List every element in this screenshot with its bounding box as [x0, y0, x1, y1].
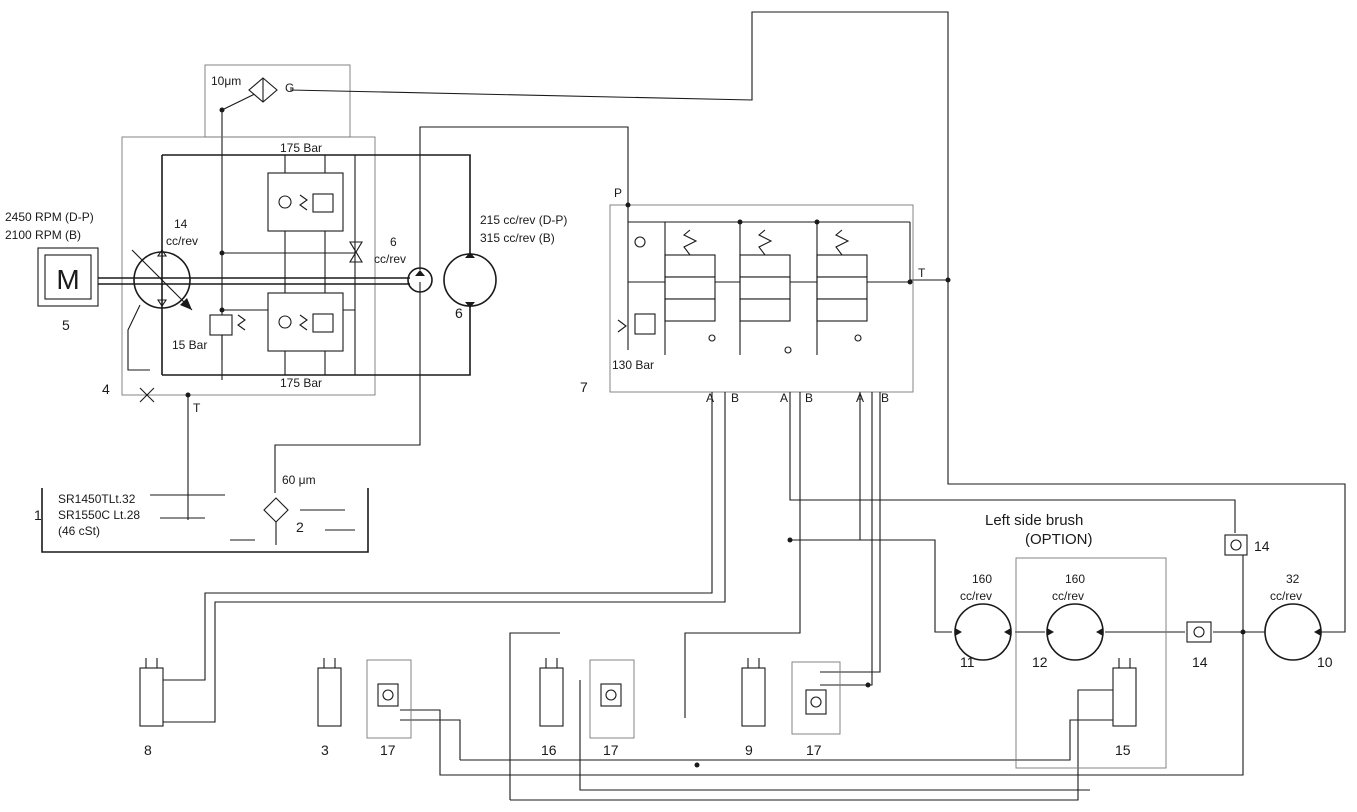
number-8: 8	[144, 742, 152, 758]
number-11: 11	[960, 654, 975, 670]
drive-motor-number: 6	[455, 305, 463, 321]
valve-port-a1: A	[706, 391, 714, 405]
number-12: 12	[1032, 654, 1048, 670]
valve-port-b3: B	[881, 391, 889, 405]
valve-relief-label: 130 Bar	[612, 358, 654, 372]
distribution-lines	[163, 392, 1265, 801]
tank-number: 1	[34, 507, 42, 523]
motor-10-disp-1: 32	[1286, 572, 1300, 586]
main-lines	[204, 11, 1346, 633]
relief-bottom-label: 175 Bar	[280, 376, 322, 390]
number-15: 15	[1115, 742, 1131, 758]
motor-number: 5	[62, 317, 70, 333]
number-17-c: 17	[806, 742, 822, 758]
valve-port-b2: B	[805, 391, 813, 405]
gauge-port-label: G	[285, 81, 294, 95]
drive-motor-disp-2: 315 cc/rev (B)	[480, 231, 555, 245]
motor-symbol: M	[56, 264, 79, 295]
valve-p-port: P	[614, 186, 622, 200]
aux-pump-disp-2: cc/rev	[374, 252, 406, 266]
tank-oil-2: SR1550C Lt.28	[58, 508, 140, 522]
tank-oil-1: SR1450TLt.32	[58, 492, 136, 506]
valve-port-b1: B	[731, 391, 739, 405]
number-16: 16	[541, 742, 557, 758]
check-valves	[366, 659, 841, 739]
pump-unit	[97, 107, 471, 520]
valve-port-a2: A	[780, 391, 788, 405]
number-17-a: 17	[380, 742, 396, 758]
drive-motor-disp-1: 215 cc/rev (D-P)	[480, 213, 567, 227]
number-17-b: 17	[603, 742, 619, 758]
motor-11-disp-1: 160	[972, 572, 992, 586]
suction-filter-number: 2	[296, 519, 304, 535]
valve-t-port: T	[918, 266, 926, 280]
pump-tank-port: T	[193, 401, 201, 415]
motor-11-disp-2: cc/rev	[960, 589, 992, 603]
drive-motor	[443, 252, 497, 308]
suction-filter-rating: 60 μm	[282, 473, 316, 487]
number-14-b: 14	[1192, 654, 1208, 670]
number-10: 10	[1317, 654, 1333, 670]
pump-unit-number: 4	[102, 381, 110, 397]
return-filter	[248, 77, 278, 103]
brush-option: (OPTION)	[1025, 531, 1093, 548]
number-14-a: 14	[1254, 538, 1270, 554]
motor-12-disp-1: 160	[1065, 572, 1085, 586]
electric-motor	[37, 247, 99, 307]
pump-disp-1: 14	[174, 217, 188, 231]
cylinders	[139, 658, 1137, 727]
motor-10-disp-2: cc/rev	[1270, 589, 1302, 603]
number-3: 3	[321, 742, 329, 758]
valve-block	[609, 202, 951, 393]
motor-rpm-2: 2100 RPM (B)	[5, 228, 81, 242]
motor-rpm-1: 2450 RPM (D-P)	[5, 210, 94, 224]
number-9: 9	[745, 742, 753, 758]
motor-12-disp-2: cc/rev	[1052, 589, 1084, 603]
brush-title: Left side brush	[985, 512, 1083, 529]
tank	[41, 488, 369, 553]
valve-block-number: 7	[580, 379, 588, 395]
pump-disp-2: cc/rev	[166, 234, 198, 248]
filter-rating-label: 10μm	[211, 74, 241, 88]
aux-pump-disp-1: 6	[390, 235, 397, 249]
brush-circuit	[954, 534, 1322, 769]
tank-oil-3: (46 cSt)	[58, 524, 100, 538]
relief-top-label: 175 Bar	[280, 141, 322, 155]
charge-relief-label: 15 Bar	[172, 338, 207, 352]
